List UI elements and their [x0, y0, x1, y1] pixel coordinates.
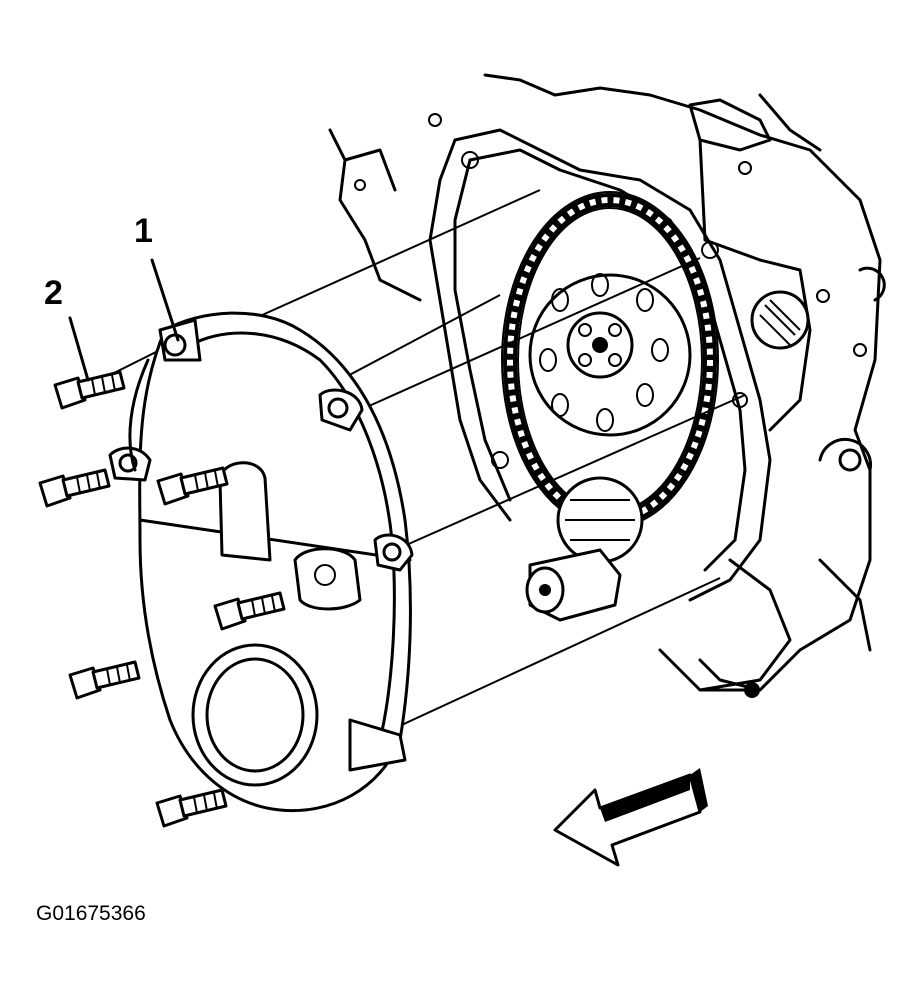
- bolt: [156, 466, 229, 506]
- bolt: [38, 468, 111, 508]
- engine-block: [328, 73, 886, 698]
- callout-2-leader: [68, 316, 90, 382]
- callout-1-leader: [150, 258, 180, 342]
- cam-sprocket: [528, 273, 692, 437]
- bolt: [155, 788, 228, 828]
- bolt: [68, 660, 141, 700]
- bolt: [213, 591, 286, 631]
- callout-1-label: 1: [134, 212, 153, 250]
- bolts: [38, 370, 286, 828]
- callout-2-label: 2: [44, 274, 63, 312]
- timing-cover: [108, 311, 414, 813]
- crank-sprocket: [525, 476, 644, 622]
- figure-id: G01675366: [36, 902, 146, 925]
- direction-arrow: [553, 768, 708, 867]
- bolt: [53, 370, 126, 410]
